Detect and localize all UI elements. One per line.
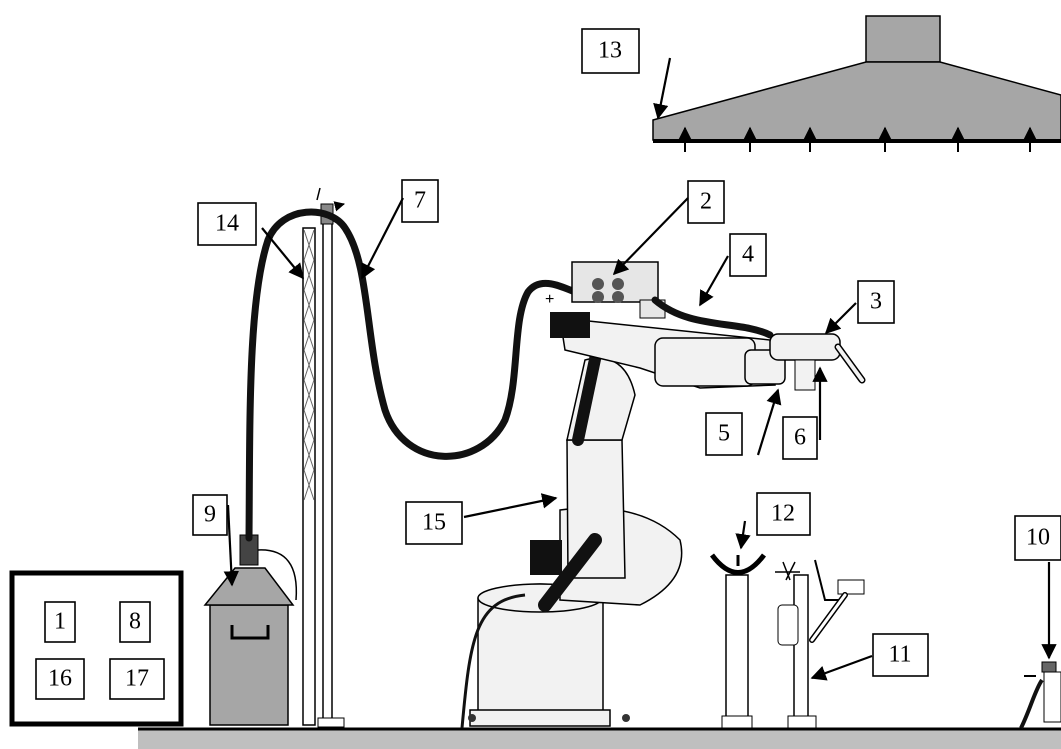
arrow-5 [758, 390, 778, 455]
cable-boom-mast [303, 188, 344, 727]
arrow-13 [658, 58, 670, 118]
label-17: 17 [110, 659, 164, 699]
svg-text:13: 13 [598, 38, 622, 64]
svg-text:15: 15 [422, 510, 446, 536]
label-5: 5 [706, 413, 742, 455]
svg-text:10: 10 [1026, 525, 1050, 551]
svg-text:5: 5 [718, 421, 730, 447]
label-11: 11 [873, 634, 928, 676]
arrow-3 [826, 303, 856, 333]
label-13: 13 [582, 29, 639, 73]
label-1: 1 [45, 602, 75, 642]
svg-text:3: 3 [870, 289, 882, 315]
svg-text:17: 17 [125, 666, 149, 692]
svg-text:2: 2 [700, 189, 712, 215]
arrow-12 [741, 521, 745, 548]
wire-drum [205, 535, 296, 725]
ground-clamp [1021, 662, 1061, 728]
label-9: 9 [193, 495, 227, 535]
svg-text:+: + [545, 291, 554, 308]
arrow-15 [464, 498, 556, 517]
label-7: 7 [402, 180, 438, 222]
svg-text:6: 6 [794, 425, 806, 451]
label-10: 10 [1015, 516, 1061, 560]
svg-text:8: 8 [129, 609, 141, 635]
hose-package [249, 212, 575, 538]
label-3: 3 [858, 281, 894, 323]
label-16: 16 [36, 659, 84, 699]
label-6: 6 [783, 417, 817, 459]
control-cabinet [12, 573, 181, 724]
svg-text:11: 11 [888, 642, 911, 668]
svg-text:7: 7 [414, 188, 426, 214]
torch-cleaning-station [712, 555, 764, 728]
svg-text:12: 12 [771, 501, 795, 527]
label-15: 15 [406, 502, 462, 544]
arrow-14 [262, 228, 303, 278]
arrow-11 [812, 656, 872, 678]
svg-text:9: 9 [204, 502, 216, 528]
label-8: 8 [120, 602, 150, 642]
wire-cutter-station [775, 560, 864, 728]
svg-text:16: 16 [48, 666, 72, 692]
arrow-7 [362, 198, 403, 278]
fume-extraction-hood [653, 16, 1061, 152]
label-14: 14 [198, 203, 256, 245]
floor [138, 728, 1061, 749]
label-4: 4 [730, 234, 766, 276]
arrow-4 [700, 256, 728, 305]
label-2: 2 [688, 181, 724, 223]
svg-text:1: 1 [54, 609, 66, 635]
label-12: 12 [757, 493, 810, 535]
svg-text:14: 14 [215, 211, 239, 237]
svg-text:4: 4 [742, 242, 754, 268]
